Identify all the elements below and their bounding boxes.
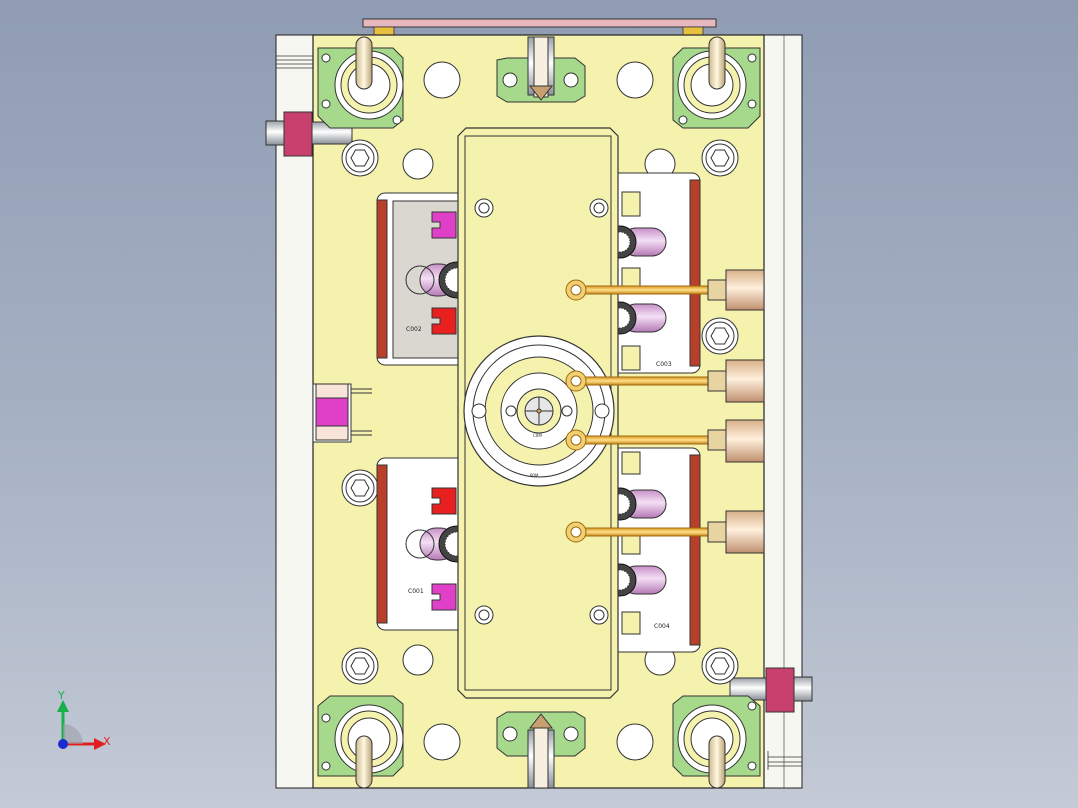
axis-y-label: Y <box>57 689 65 702</box>
clamp-top-right <box>672 36 761 129</box>
insert-right-top: C003 <box>603 172 701 374</box>
right-side-connector <box>729 667 813 713</box>
axis-x-label: X <box>103 735 111 748</box>
nozzle-1 <box>565 269 765 311</box>
clamp-top-left <box>317 36 404 129</box>
left-side-connector <box>265 111 353 157</box>
top-pin-left <box>373 26 395 36</box>
clamp-bottom-right <box>672 695 761 789</box>
left-rails <box>276 55 313 69</box>
center-label-ring: P0M <box>530 473 539 478</box>
nozzle-3 <box>565 419 765 463</box>
cavity-label-c003: C003 <box>656 361 672 368</box>
guide-holes <box>402 61 676 761</box>
center-label-small: C0M <box>533 433 542 438</box>
right-rails <box>767 751 802 770</box>
nozzle-2 <box>565 359 765 403</box>
cavity-label-c002: C002 <box>406 326 422 333</box>
cavity-label-c001: C001 <box>408 588 424 595</box>
sprue-clamp-bottom <box>496 711 586 789</box>
hex-bolts <box>341 139 739 685</box>
sprue-clamp-top <box>496 36 586 103</box>
nozzle-4 <box>565 510 765 554</box>
cavity-label-c004: C004 <box>654 623 670 630</box>
insert-right-bottom: C004 <box>603 447 701 653</box>
clamp-bottom-left <box>317 695 404 789</box>
top-pin-right <box>682 26 704 36</box>
left-magenta-block <box>312 383 372 443</box>
axis-triad: X Y <box>57 689 111 750</box>
top-rail <box>362 18 717 28</box>
locating-ring: C0M P0M <box>463 335 615 487</box>
